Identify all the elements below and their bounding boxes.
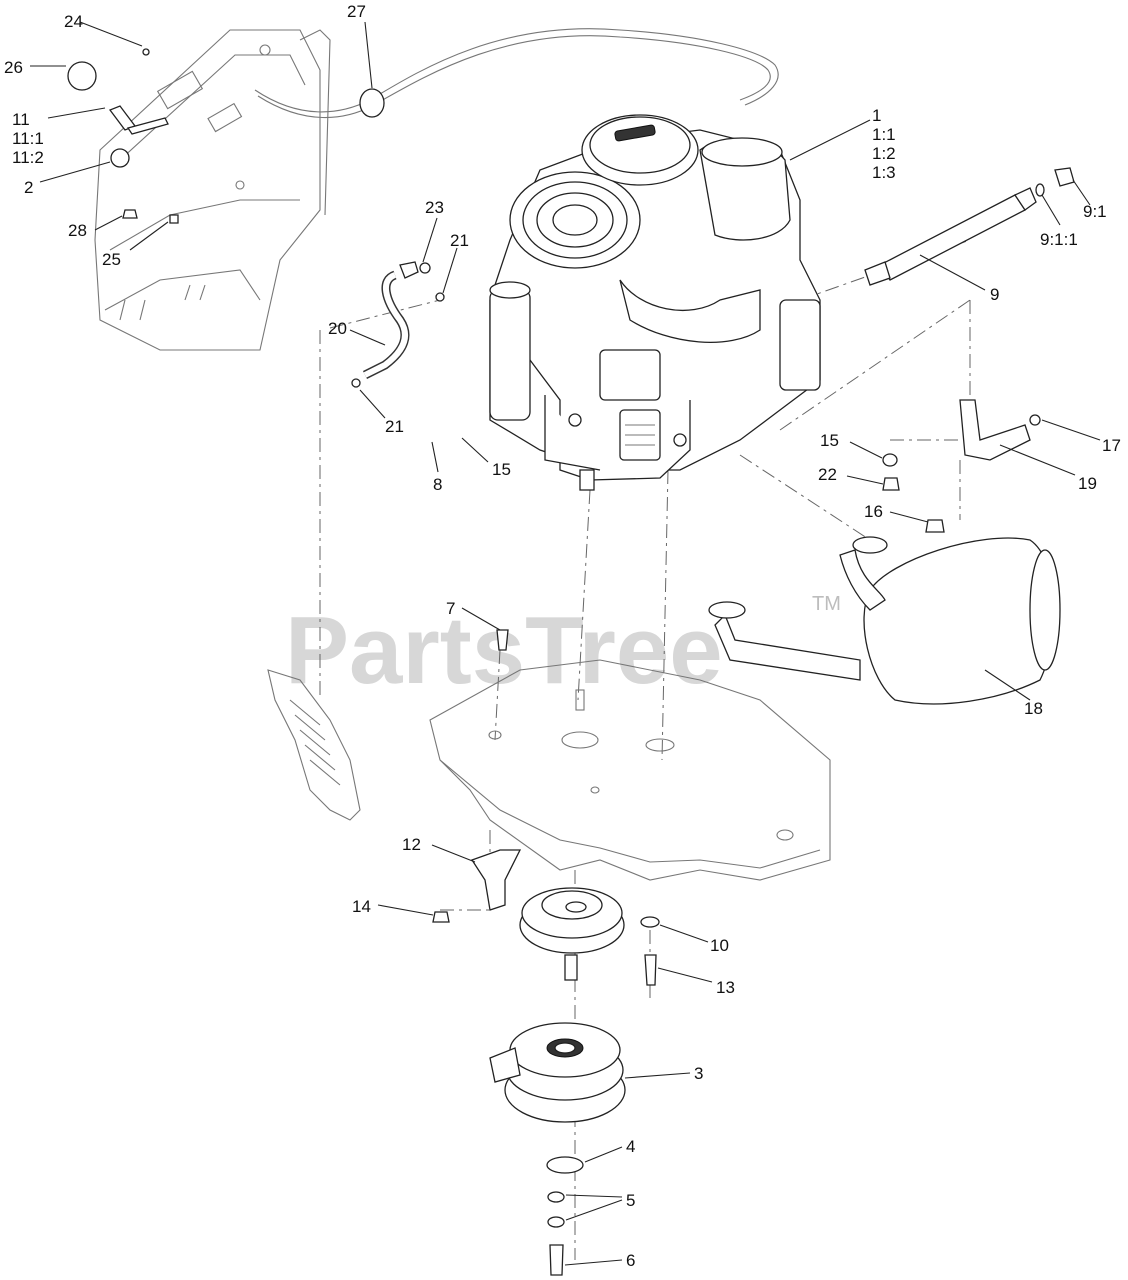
callout-18: 18 [1024, 699, 1043, 718]
callout-19: 19 [1078, 474, 1097, 493]
callout-4: 4 [626, 1137, 635, 1156]
engine [489, 114, 821, 491]
callout-9-1: 9:1 [1083, 202, 1107, 221]
callout-2: 2 [24, 178, 33, 197]
callout-20: 20 [328, 319, 347, 338]
callout-9-1-1: 9:1:1 [1040, 230, 1078, 249]
nut-28 [122, 209, 138, 219]
callout-12: 12 [402, 835, 421, 854]
clutch-bracket [432, 849, 522, 923]
washer-bolt [640, 916, 660, 986]
callout-7: 7 [446, 599, 455, 618]
set-screw [142, 48, 150, 56]
callout-9: 9 [990, 285, 999, 304]
nut-25 [169, 214, 179, 224]
callout-6: 6 [626, 1251, 635, 1270]
engine-deck [429, 659, 831, 881]
callout-16: 16 [864, 502, 883, 521]
callout-11-1: 11:1 [12, 129, 44, 148]
callout-24: 24 [64, 12, 83, 31]
callout-25: 25 [102, 250, 121, 269]
throttle-cable [254, 28, 779, 119]
muffler-bracket [882, 399, 1041, 533]
watermark-trademark: TM [812, 593, 841, 615]
callout-21-top: 21 [450, 231, 469, 250]
callout-14: 14 [352, 897, 371, 916]
callout-11-2: 11:2 [12, 148, 44, 167]
callout-5: 5 [626, 1191, 635, 1210]
callout-10: 10 [710, 936, 729, 955]
fuel-hose-assembly [351, 261, 445, 388]
callout-3: 3 [694, 1064, 703, 1083]
electric-clutch [489, 1022, 626, 1123]
callout-labels: 24 26 11 11:1 11:2 2 28 25 27 1 1:1 1:2 … [4, 2, 1121, 1270]
bolt-7 [496, 629, 509, 651]
clutch-hardware [546, 1156, 584, 1276]
callout-27: 27 [347, 2, 366, 21]
pulley [519, 887, 625, 981]
oil-drain-hose [864, 167, 1075, 286]
callout-8: 8 [433, 475, 442, 494]
callout-15-left: 15 [492, 460, 511, 479]
callout-23: 23 [425, 198, 444, 217]
callout-26: 26 [4, 58, 23, 77]
callout-28: 28 [68, 221, 87, 240]
callout-1-1: 1:1 [872, 125, 896, 144]
muffler [708, 536, 1061, 705]
callout-22: 22 [818, 465, 837, 484]
leader-lines [30, 21, 1101, 1266]
callout-11: 11 [12, 110, 30, 129]
callout-15-right: 15 [820, 431, 839, 450]
control-panel-frame [94, 29, 331, 351]
callout-21-bottom: 21 [385, 417, 404, 436]
grommet [110, 148, 130, 168]
belt-guard [267, 669, 361, 821]
callout-17: 17 [1102, 436, 1121, 455]
throttle-lever [67, 48, 179, 224]
callout-1: 1 [872, 106, 881, 125]
callout-1-2: 1:2 [872, 144, 896, 163]
callout-1-3: 1:3 [872, 163, 896, 182]
callout-13: 13 [716, 978, 735, 997]
knob [67, 61, 97, 91]
